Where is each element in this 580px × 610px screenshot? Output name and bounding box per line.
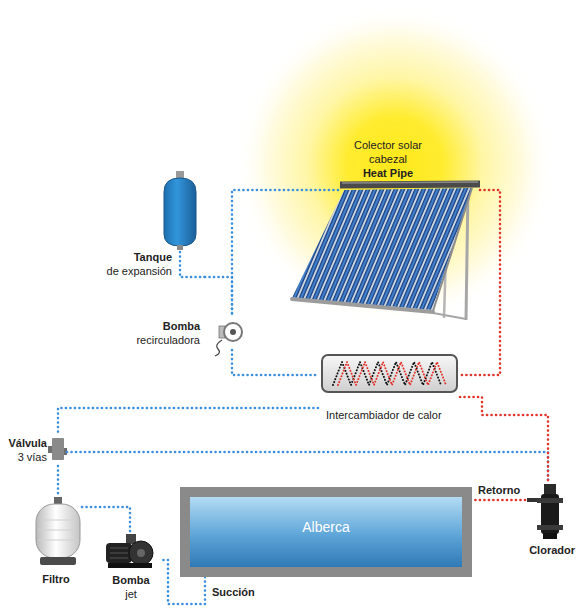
filter-rib	[38, 540, 78, 541]
cold-water-pipe	[57, 466, 60, 497]
cold-water-pipe	[82, 507, 130, 532]
pipe-label: Succión	[210, 586, 257, 599]
sand-filter: Filtro	[30, 497, 82, 588]
node-label: recirculadora	[136, 333, 200, 347]
label-group: Alberca	[302, 519, 349, 536]
chlorinator-foot	[543, 533, 557, 539]
node-label: de expansión	[107, 264, 172, 278]
motor-fin	[110, 553, 128, 554]
three-way-valve-symbol	[52, 438, 64, 460]
node-label: jet	[112, 587, 149, 601]
chlorinator-flange	[537, 498, 563, 503]
heat-exchanger-body	[322, 355, 457, 392]
collector-header-shine	[342, 182, 478, 183]
expansion-tank-body	[164, 178, 196, 246]
pump-hub	[230, 329, 236, 335]
label-group: Tanquede expansión	[107, 250, 172, 278]
node-label: Bomba	[136, 319, 200, 333]
jet-pump-motor	[106, 543, 132, 563]
motor-fin	[110, 548, 128, 549]
label-group: Intercambiador de calor	[326, 408, 442, 422]
node-label: Clorador	[529, 543, 575, 557]
hot-water-pipe	[472, 499, 525, 502]
collector-brace	[433, 313, 466, 319]
jet-pump-housing	[129, 541, 153, 565]
cold-water-pipe	[205, 277, 232, 315]
hot-water-pipe	[460, 397, 548, 482]
filter-rib	[40, 520, 76, 521]
label-group: Bombajet	[112, 573, 149, 601]
chlorinator: Clorador	[525, 482, 577, 559]
hot-water-pipe	[460, 190, 500, 375]
collector-frame	[433, 188, 472, 311]
collector-rail	[292, 299, 433, 312]
filter-rib	[38, 530, 78, 531]
node-label: Colector solar cabezal	[338, 138, 438, 166]
cold-water-pipe	[67, 452, 548, 482]
pump-cable	[215, 340, 222, 356]
solar-collector: Colector solar cabezalHeat Pipe	[338, 132, 480, 312]
jet-pump: Bombajet	[103, 532, 159, 603]
heat-exchanger: Intercambiador de calor	[318, 352, 460, 424]
chlorinator-flange	[537, 525, 563, 530]
tank-fitting	[177, 245, 183, 250]
node-label: Bomba	[112, 573, 149, 587]
cold-water-pipe	[232, 190, 338, 315]
pump-eye	[137, 549, 145, 557]
collector-header	[340, 184, 480, 185]
filter-base	[40, 557, 76, 565]
label-group: Filtro	[42, 572, 70, 586]
chlorinator-cap	[544, 484, 556, 495]
label-group: Clorador	[529, 543, 575, 557]
cold-water-pipe	[232, 350, 318, 375]
node-label: Filtro	[42, 572, 70, 586]
pipe-label: Retorno	[476, 484, 522, 497]
node-label: Alberca	[302, 519, 349, 536]
label-group: Bombarecirculadora	[136, 319, 200, 347]
vacuum-tubes	[292, 188, 472, 310]
exchanger-coil	[338, 362, 446, 385]
sun-glow	[235, 5, 555, 325]
valve-port	[48, 446, 52, 453]
pump-base	[108, 563, 152, 568]
recirculation-pump: Bombarecirculadora	[108, 315, 248, 350]
node-label: Tanque	[107, 250, 172, 264]
label-group: Válvula3 vías	[8, 436, 47, 464]
three-way-valve: Válvula3 vías	[3, 434, 67, 466]
cold-water-pipe	[58, 408, 318, 434]
node-label: 3 vías	[8, 450, 47, 464]
node-label: Heat Pipe	[338, 166, 438, 180]
label-group: Colector solar cabezalHeat Pipe	[338, 138, 438, 180]
pool: Alberca	[180, 487, 472, 577]
pipe-stub	[180, 252, 205, 277]
motor-fin	[110, 558, 128, 559]
sand-filter-tank	[36, 504, 80, 558]
node-label: Válvula	[8, 436, 47, 450]
recirculation-pump-symbol	[224, 323, 242, 341]
expansion-tank: Tanquede expansión	[95, 170, 205, 280]
node-label: Intercambiador de calor	[326, 408, 442, 422]
